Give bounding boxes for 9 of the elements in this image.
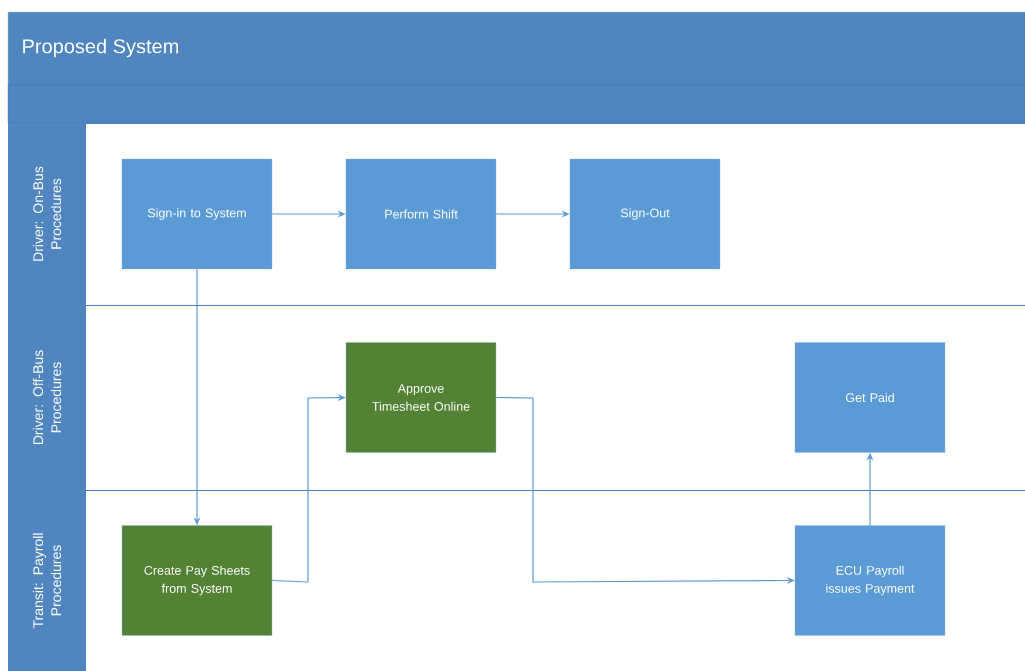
process-box: Approve Timesheet Online xyxy=(345,342,497,453)
process-box: Sign-Out xyxy=(569,158,721,270)
process-box: Create Pay Sheets from System xyxy=(121,525,273,636)
node-label: Proposed System xyxy=(23,38,179,58)
process-box: ECU Payroll issues Payment xyxy=(794,525,946,636)
process-box: Get Paid xyxy=(794,342,946,453)
process-box: Sign-in to System xyxy=(121,158,273,270)
title-band: Proposed System xyxy=(8,12,1025,86)
process-box: Perform Shift xyxy=(345,158,497,270)
